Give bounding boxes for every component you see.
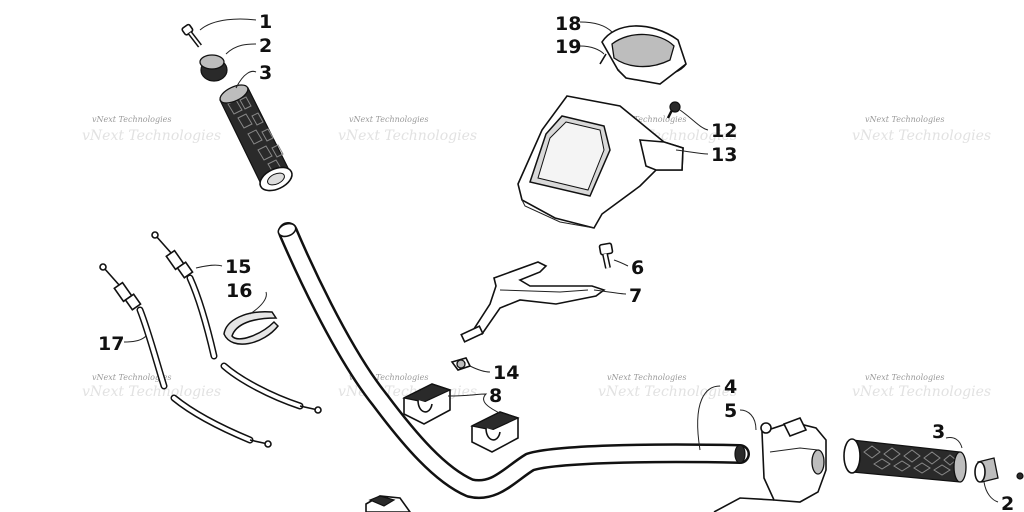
watermark: vNext Technologies xyxy=(607,115,686,124)
callout-15: 15 xyxy=(225,256,251,278)
watermark: vNext Technologies xyxy=(92,115,171,124)
watermark-shadow: vNext Technologies xyxy=(82,384,221,400)
callout-3-right: 3 xyxy=(932,421,945,443)
callout-14: 14 xyxy=(493,362,519,384)
part-cable-tie xyxy=(223,311,279,345)
callout-7: 7 xyxy=(629,285,642,307)
part-grip xyxy=(219,84,293,192)
part-instrument-hood xyxy=(517,95,684,229)
watermark-shadow: vNext Technologies xyxy=(852,128,991,144)
part-throttle-housing xyxy=(713,416,827,512)
part-small-screw xyxy=(666,101,681,119)
part-handlebar-clamp xyxy=(470,411,520,453)
leader-lines xyxy=(123,18,999,503)
watermark: vNext Technologies xyxy=(607,373,686,382)
callout-1: 1 xyxy=(259,11,272,33)
callout-18: 18 xyxy=(555,13,581,35)
watermark: vNext Technologies xyxy=(92,373,171,382)
part-handlebar-clamp xyxy=(402,383,452,425)
part-push-nut xyxy=(450,357,472,371)
callout-13: 13 xyxy=(711,144,737,166)
watermark: vNext Technologies xyxy=(349,115,428,124)
part-grip-end-cap xyxy=(199,54,228,82)
part-throttle-cable xyxy=(151,231,322,414)
part-screw xyxy=(181,23,202,48)
watermark-shadow: vNext Technologies xyxy=(338,128,477,144)
watermark-shadow: vNext Technologies xyxy=(598,384,737,400)
callout-8: 8 xyxy=(489,385,502,407)
callout-19: 19 xyxy=(555,36,581,58)
callout-6: 6 xyxy=(631,257,644,279)
watermark: vNext Technologies xyxy=(865,373,944,382)
callout-17: 17 xyxy=(98,333,124,355)
callout-12: 12 xyxy=(711,120,737,142)
callout-3: 3 xyxy=(259,62,272,84)
part-grip-end-cap-right xyxy=(974,457,1024,483)
watermark: vNext Technologies xyxy=(349,373,428,382)
callout-4: 4 xyxy=(724,376,737,398)
watermark-shadow: vNext Technologies xyxy=(852,384,991,400)
part-mounting-bracket xyxy=(460,261,606,343)
part-handlebar xyxy=(277,222,750,500)
callout-2-right: 2 xyxy=(1001,493,1014,512)
watermark-shadow: vNext Technologies xyxy=(82,128,221,144)
watermark: vNext Technologies xyxy=(865,115,944,124)
part-brake-cable xyxy=(99,263,272,448)
callout-5: 5 xyxy=(724,400,737,422)
callout-2: 2 xyxy=(259,35,272,57)
part-bolt xyxy=(598,242,614,269)
callout-numbers: 1 2 3 18 19 12 13 6 7 14 8 4 5 3 2 15 16… xyxy=(98,11,1014,512)
part-handlebar-clamp-lower xyxy=(365,495,411,512)
callout-16: 16 xyxy=(226,280,252,302)
part-speedometer-gauge xyxy=(599,25,687,85)
part-grip-right xyxy=(843,438,967,483)
